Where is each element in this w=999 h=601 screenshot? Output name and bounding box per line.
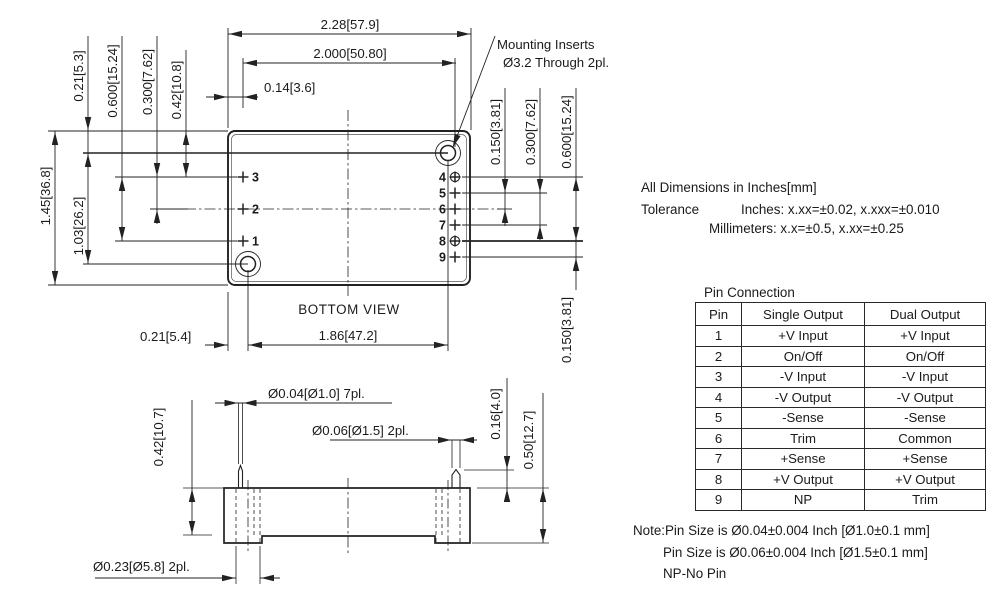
cell-pin: 1	[695, 325, 742, 347]
cell-dual: +V Output	[864, 468, 986, 490]
side-view-arrows	[188, 399, 547, 582]
tolerance-millimeters: Millimeters: x.x=±0.5, x.xx=±0.25	[709, 221, 904, 236]
cell-single: NP	[741, 489, 865, 511]
dim-pin-dia-large: Ø0.06[Ø1.5] 2pl.	[312, 423, 409, 438]
pins-right	[449, 171, 461, 263]
dim-overall-width: 2.28[57.9]	[321, 17, 380, 32]
tolerance-label: Tolerance	[641, 202, 700, 217]
dim-insert-dia: Ø0.23[Ø5.8] 2pl.	[93, 559, 190, 574]
cell-single: Trim	[741, 427, 865, 449]
cell-dual: -V Output	[864, 386, 986, 408]
cell-dual: +Sense	[864, 448, 986, 470]
cell-dual: Trim	[864, 489, 986, 511]
cell-dual: +V Input	[864, 325, 986, 347]
col-header-dual: Dual Output	[864, 302, 986, 326]
table-row: 4-V Output-V Output	[695, 386, 986, 408]
dim-hole-span-h: 1.86[47.2]	[319, 328, 378, 343]
dim-top-to-pin3: 0.42[10.8]	[169, 61, 184, 120]
col-header-pin: Pin	[695, 302, 742, 326]
dim-right-pitch2: 0.300[7.62]	[523, 99, 538, 165]
dimension-units-note: All Dimensions in Inches[mm]	[641, 180, 817, 195]
cell-dual: Common	[864, 427, 986, 449]
dim-pin-dia-small: Ø0.04[Ø1.0] 7pl.	[268, 386, 365, 401]
cell-single: +V Output	[741, 468, 865, 490]
cell-single: -V Output	[741, 386, 865, 408]
callout-mounting-inserts: Mounting Inserts	[497, 37, 595, 52]
note-np: NP-No Pin	[663, 566, 727, 581]
dimension-lines	[54, 33, 577, 346]
cell-single: +V Input	[741, 325, 865, 347]
pin-number-6: 6	[439, 203, 446, 217]
table-row: 8+V Output+V Output	[695, 468, 986, 490]
pin-number-4: 4	[439, 171, 446, 185]
cell-single: -V Input	[741, 366, 865, 388]
cell-pin: 5	[695, 407, 742, 429]
side-view-hidden-lines	[235, 478, 461, 554]
dim-pin-span: 2.000[50.80]	[313, 46, 386, 61]
cell-single: +Sense	[741, 448, 865, 470]
callout-insert-dia: Ø3.2 Through 2pl.	[503, 55, 609, 70]
pin-number-5: 5	[439, 187, 446, 201]
pins-left	[237, 171, 249, 247]
view-caption: BOTTOM VIEW	[298, 302, 400, 317]
table-row: 1+V Input+V Input	[695, 325, 986, 347]
dim-edge-to-hole-left: 0.21[5.4]	[140, 329, 191, 344]
table-row: 5-Sense-Sense	[695, 407, 986, 429]
extension-lines-top-view	[48, 28, 583, 351]
pin-number-7: 7	[439, 219, 446, 233]
pin-number-8: 8	[439, 235, 446, 249]
dimension-arrows	[51, 30, 580, 349]
cell-dual: -V Input	[864, 366, 986, 388]
table-row: 3-V Input-V Input	[695, 366, 986, 388]
dim-right-pitch: 0.150[3.81]	[488, 99, 503, 165]
dim-total-height: 0.50[12.7]	[521, 411, 536, 470]
cell-single: On/Off	[741, 345, 865, 367]
cell-pin: 9	[695, 489, 742, 511]
cell-pin: 2	[695, 345, 742, 367]
cell-dual: -Sense	[864, 407, 986, 429]
dim-overall-height: 1.45[36.8]	[38, 167, 53, 226]
col-header-single: Single Output	[741, 302, 865, 326]
dim-edge-to-pin: 0.14[3.6]	[264, 80, 315, 95]
pin-number-3: 3	[252, 171, 259, 185]
cell-dual: On/Off	[864, 345, 986, 367]
extension-lines-side-view	[183, 403, 549, 584]
dim-pin-exposed: 0.16[4.0]	[488, 388, 503, 439]
pin-number-1: 1	[252, 235, 259, 249]
dim-right-pitch-low: 0.150[3.81]	[559, 297, 574, 363]
pin-table-title: Pin Connection	[704, 285, 795, 300]
pin-number-9: 9	[439, 251, 446, 265]
dim-left-pin-pitch: 0.300[7.62]	[140, 49, 155, 115]
mounting-insert-leader	[452, 35, 496, 148]
note-pin-size-small: Note:Pin Size is Ø0.04±0.004 Inch [Ø1.0±…	[633, 523, 930, 538]
pin-connection-table: Pin Single Output Dual Output 1+V Input+…	[695, 302, 986, 511]
cell-single: -Sense	[741, 407, 865, 429]
pin-number-2: 2	[252, 203, 259, 217]
dim-hole-span-v: 1.03[26.2]	[71, 197, 86, 256]
cell-pin: 4	[695, 386, 742, 408]
table-row: 7+Sense+Sense	[695, 448, 986, 470]
center-lines	[83, 110, 500, 296]
side-view-pins	[237, 463, 461, 488]
cell-pin: 3	[695, 366, 742, 388]
cell-pin: 6	[695, 427, 742, 449]
dim-body-height: 0.42[10.7]	[151, 408, 166, 467]
cell-pin: 7	[695, 448, 742, 470]
note-pin-size-large: Pin Size is Ø0.06±0.004 Inch [Ø1.5±0.1 m…	[663, 545, 928, 560]
side-view-body	[223, 487, 471, 544]
cell-pin: 8	[695, 468, 742, 490]
package-outline	[227, 130, 471, 286]
dim-left-pin-span: 0.600[15.24]	[105, 44, 120, 117]
pin-table-header-row: Pin Single Output Dual Output	[695, 302, 986, 326]
dim-edge-to-hole-top: 0.21[5.3]	[71, 50, 86, 101]
tolerance-inches: Inches: x.xx=±0.02, x.xxx=±0.010	[741, 202, 940, 217]
dim-right-span: 0.600[15.24]	[559, 95, 574, 168]
